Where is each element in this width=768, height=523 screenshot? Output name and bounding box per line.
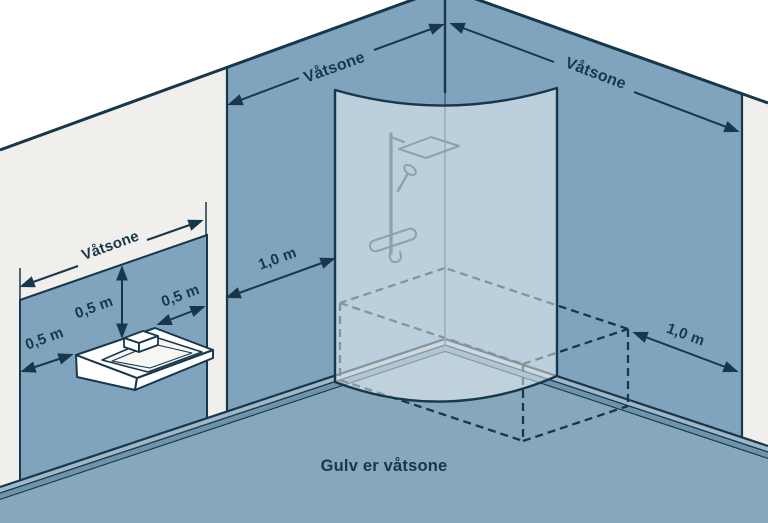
right-wall-zone-arrow [449,18,740,137]
sink-faucet-front [138,335,159,353]
shower-zone-dashed-box [338,266,630,443]
floor-wet-zone [0,352,768,523]
shower-glass-enclosure [333,86,559,403]
dashed-top-back-left [339,266,446,305]
sink [75,327,214,391]
hand-shower-head [403,164,417,176]
sink-front-measure-arrow [20,349,74,377]
left-wall-zone-arrow [227,19,445,110]
sink-above-measure-arrow [116,267,128,337]
left-wall-measure-arrow [225,253,336,303]
right-wall-wet-zone-band [445,0,742,452]
shower-hose [388,246,402,264]
shower-head-arm [389,135,406,144]
dashed-floor-left [339,378,524,443]
sink-zone-arrow [19,202,207,302]
baseboard-left [0,337,446,502]
thermostat-valve-bar [368,227,418,253]
dashed-top-front-right [522,327,629,366]
dashed-top-back-right [444,266,629,331]
sink-side-measure-arrow [156,301,206,330]
hand-shower-handle [396,173,409,193]
rain-shower-head [398,136,460,159]
shower-fixture-icon [368,132,460,264]
right-wall [445,0,768,461]
right-wall-measure-arrow [632,327,739,377]
wall-top-edges [0,0,768,152]
floor-note-label: Gulv er våtsone [321,457,448,475]
dashed-floor-right [522,404,629,443]
dashed-top-front-left [339,301,524,366]
baseboard-right [444,337,768,461]
